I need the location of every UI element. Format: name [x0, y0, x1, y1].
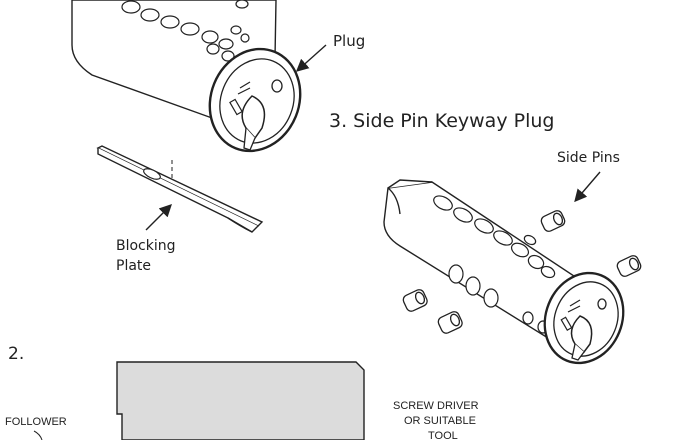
side-pin [616, 255, 642, 277]
step-3-title: 3. Side Pin Keyway Plug [329, 110, 555, 132]
plug-pin-holes [121, 0, 250, 62]
side-pin [540, 210, 566, 232]
housing-panel [116, 361, 365, 441]
screw-driver-label-line3: TOOL [428, 430, 458, 442]
blocking-plate-label-line1: Blocking [116, 238, 176, 254]
side-pin [402, 289, 428, 312]
plug-label: Plug [333, 32, 366, 50]
side-pin [437, 311, 463, 334]
blocking-plate-label-line2: Plate [116, 258, 152, 274]
blocking-plate [96, 145, 264, 233]
side-pins-loose [402, 210, 642, 334]
side-pin-plug-cylinder [383, 179, 581, 345]
plug-face [208, 47, 302, 153]
side-pins-label: Side Pins [557, 150, 620, 166]
screw-driver-label-line1: SCREW DRIVER [393, 400, 479, 412]
follower-label: FOLLOWER [5, 416, 67, 428]
plug-arrow [295, 44, 327, 72]
side-pins-arrow [574, 171, 601, 203]
side-pin-plug-holes [433, 195, 556, 334]
follower-leader-line [33, 430, 43, 441]
screw-driver-label-line2: OR SUITABLE [404, 415, 476, 427]
step-2-number: 2. [8, 344, 25, 364]
blocking-plate-arrow [145, 204, 172, 231]
side-pin-plug-face [543, 271, 625, 365]
